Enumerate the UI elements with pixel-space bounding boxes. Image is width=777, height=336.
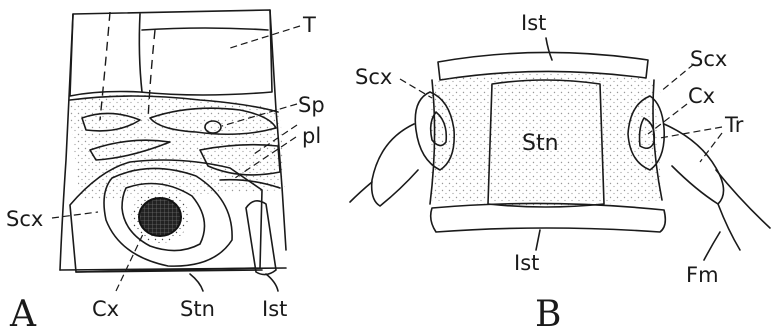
coxal-cavity-shape	[139, 198, 181, 236]
label-subcoxa-left: Scx	[355, 65, 392, 89]
label-pleurite: pl	[302, 124, 321, 148]
label-femur: Fm	[686, 263, 719, 287]
label-intersternite-bottom: Ist	[514, 251, 539, 275]
label-intersternite: Ist	[262, 297, 287, 321]
label-intersternite-top: Ist	[521, 11, 546, 35]
label-trochanter: Tr	[724, 113, 744, 137]
label-sternum-b: Stn	[522, 131, 559, 156]
label-coxa: Cx	[92, 297, 119, 321]
label-sternum: Stn	[180, 297, 215, 321]
label-tergum: T	[302, 13, 316, 37]
label-subcoxa: Scx	[6, 207, 43, 231]
panel-b-letter: B	[535, 294, 561, 331]
panel-a-letter: A	[9, 294, 37, 331]
panel-a: T Sp pl Scx Cx Stn Ist A	[6, 10, 325, 331]
label-coxa-b: Cx	[688, 84, 715, 108]
panel-b: Ist Scx Scx Cx Tr Stn Ist Fm B	[350, 11, 770, 331]
label-subcoxa-right: Scx	[690, 47, 727, 71]
label-spiracle: Sp	[298, 93, 325, 117]
